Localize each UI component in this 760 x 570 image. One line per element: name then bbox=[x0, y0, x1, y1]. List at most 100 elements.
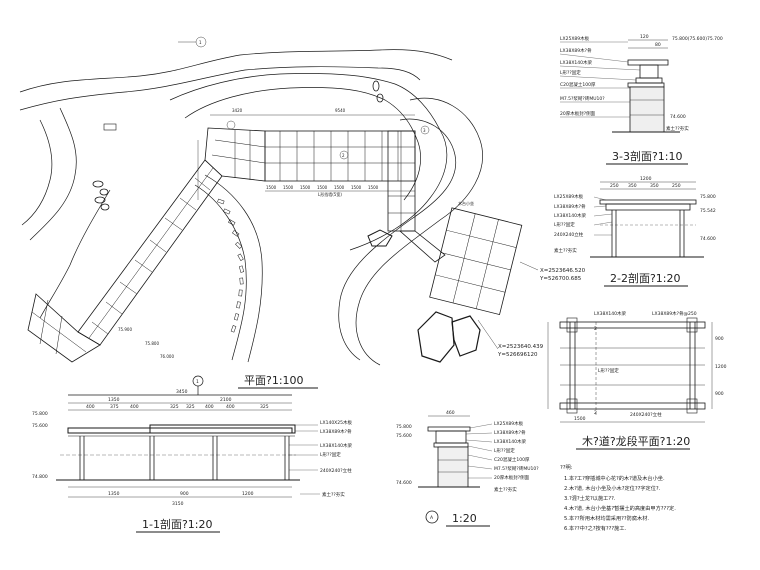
s22-label: L形??固定 bbox=[554, 221, 575, 228]
note-item: 5.本??所用木材均需采用??防腐木材. bbox=[564, 514, 649, 522]
s11-dim-small: 400 bbox=[205, 404, 214, 410]
deck-label: 240X240?立柱 bbox=[630, 411, 662, 418]
note-item: 4.木?道, 木台小坐基?暂摆土的高度由甲方???定. bbox=[564, 504, 676, 512]
boardwalk bbox=[27, 127, 523, 363]
s11-dim-overall: 3150 bbox=[172, 501, 184, 507]
small-sign bbox=[103, 123, 117, 131]
s33-level: 74.600 bbox=[670, 114, 686, 120]
section-2-2 bbox=[590, 181, 704, 258]
deck-mark: 2 bbox=[594, 326, 597, 332]
plan-label-railing: L形挡墙(5宽) bbox=[318, 191, 342, 197]
s22-label: 240X240立柱 bbox=[554, 231, 584, 238]
deck-plan-text: LX38X140木梁 LX38X89木?骨@250 L形??固定 240X240… bbox=[574, 310, 727, 422]
boulder-large bbox=[417, 311, 455, 363]
plan-curve bbox=[29, 107, 77, 241]
plan-ref-mark: 2 bbox=[342, 153, 345, 158]
deck-dim: 1200 bbox=[715, 364, 727, 370]
s33-dim: 120 bbox=[640, 34, 649, 40]
detail-a-label: LX38X89木?骨 bbox=[494, 429, 526, 436]
detail-a-level: 74.600 bbox=[396, 480, 412, 486]
detail-a-level: 75.600 bbox=[396, 433, 412, 439]
s11-label: L形??固定 bbox=[320, 451, 341, 458]
coord-y: Y=526700.685 bbox=[539, 276, 582, 282]
s11-dim-small: 325 bbox=[170, 404, 179, 410]
plan-curve bbox=[204, 174, 263, 363]
plan-curve bbox=[21, 119, 53, 226]
deck-mark: 2 bbox=[594, 410, 597, 416]
s11-dim-small: 325 bbox=[186, 404, 195, 410]
section-3-3-title: 3-3剖面?1:10 bbox=[612, 149, 683, 163]
plan-ref-mark: 1 bbox=[199, 40, 202, 45]
plan-dim-text: 3420 9540 1500 1500 1500 1500 1500 1500 … bbox=[118, 40, 474, 359]
s22-label: LX38X89木?骨 bbox=[554, 203, 586, 210]
plan-dim-bottom: 1500 bbox=[368, 185, 379, 190]
section-1-1 bbox=[56, 375, 300, 498]
s33-label: LX38X140木梁 bbox=[560, 59, 592, 66]
s11-dim-small: 400 bbox=[226, 404, 235, 410]
deck-plan bbox=[547, 317, 713, 423]
platform bbox=[429, 207, 523, 316]
detail-a-label: LX38X140木梁 bbox=[494, 438, 526, 445]
plan-curve bbox=[355, 97, 483, 366]
deck-dim: 900 bbox=[715, 391, 724, 397]
plan-dim-bottom: 1500 bbox=[266, 185, 277, 190]
section-1-1-text: 3450 1350 2100 400 375 400 325 325 400 4… bbox=[32, 379, 352, 507]
s22-label: LX38X140木梁 bbox=[554, 212, 586, 219]
s11-level: 75.800 bbox=[32, 411, 48, 417]
s22-dim: 250 bbox=[610, 183, 619, 189]
s11-dim-bottom: 1350 bbox=[108, 491, 120, 497]
deck-label: L形??固定 bbox=[598, 367, 619, 374]
plan-ref-mark: 3 bbox=[423, 128, 426, 133]
section-3-3-text: 120 80 LX25X89木板 LX38X89木?骨 LX38X140木梁 L… bbox=[560, 34, 723, 132]
s22-leaders bbox=[593, 196, 613, 236]
plan-title: 平面?1:100 bbox=[244, 374, 304, 387]
s11-dim-small: 375 bbox=[110, 404, 119, 410]
s22-dim: 250 bbox=[672, 183, 681, 189]
deck-label: LX38X140木梁 bbox=[594, 310, 626, 317]
notes-block: ??明: 1.本?工?穿插城中心花?的木?道及木台小坐. 2.木?道, 木台小坐… bbox=[560, 464, 676, 532]
s22-level: 74.600 bbox=[700, 236, 716, 242]
s11-dim-small: 400 bbox=[86, 404, 95, 410]
s33-level: 75.700 bbox=[707, 36, 723, 42]
section-2-2-text: 1200 250 350 350 250 LX25X89木板 LX38X89木?… bbox=[554, 176, 716, 254]
plan-dim-bottom: 1500 bbox=[317, 185, 328, 190]
section-2-2-title: 2-2剖面?1:20 bbox=[610, 271, 681, 285]
plan-dim-top: 9540 bbox=[335, 108, 346, 113]
coord-x: X=2523646.520 bbox=[540, 268, 586, 274]
plan-dimensions bbox=[178, 36, 430, 200]
plan-curve bbox=[39, 189, 111, 319]
s11-label: LX140X25木板 bbox=[320, 419, 352, 426]
detail-a-label: LX25X89木板 bbox=[494, 420, 524, 427]
s33-label: L形??固定 bbox=[560, 69, 581, 76]
s22-dim: 350 bbox=[628, 183, 637, 189]
notes-heading: ??明: bbox=[560, 464, 573, 471]
detail-a-title: 1:20 bbox=[452, 512, 477, 525]
s11-level: 75.600 bbox=[32, 423, 48, 429]
detail-a-text: 460 LX25X89木板 LX38X89木?骨 LX38X140木梁 L形??… bbox=[396, 410, 539, 521]
s33-leaders bbox=[559, 41, 641, 118]
plan-curve bbox=[194, 184, 247, 361]
s22-dim: 1200 bbox=[640, 176, 652, 182]
s22-level: 75.542 bbox=[700, 208, 716, 214]
section-1-1-title: 1-1剖面?1:20 bbox=[142, 517, 213, 531]
note-item: 2.木?道, 木台小坐及小木?定位??字定位?. bbox=[564, 484, 661, 492]
plan-label-platform: 木台小坐 bbox=[458, 200, 474, 206]
s33-level: 75.800(75.600) bbox=[672, 36, 707, 42]
plan-curve bbox=[19, 66, 421, 111]
s11-level: 74.800 bbox=[32, 474, 48, 480]
detail-a-base: 素土??夯实 bbox=[494, 486, 517, 493]
plan-curve bbox=[184, 87, 421, 201]
s11-dim: 2100 bbox=[220, 397, 232, 403]
s33-label: M7.5?浆砌?砖MU10? bbox=[560, 95, 605, 102]
detail-a-label: M7.5?浆砌?砖MU10? bbox=[494, 465, 539, 472]
boulder-large bbox=[451, 315, 481, 357]
s11-dim-small: 325 bbox=[260, 404, 269, 410]
plan-dim-bottom: 1500 bbox=[300, 185, 311, 190]
plan-dim-bottom: 1500 bbox=[334, 185, 345, 190]
detail-a-label: 20厚木板封?侧面 bbox=[494, 474, 530, 481]
detail-a-leaders bbox=[465, 423, 493, 479]
stepping-stones bbox=[217, 198, 245, 333]
s11-leaders bbox=[289, 424, 320, 495]
